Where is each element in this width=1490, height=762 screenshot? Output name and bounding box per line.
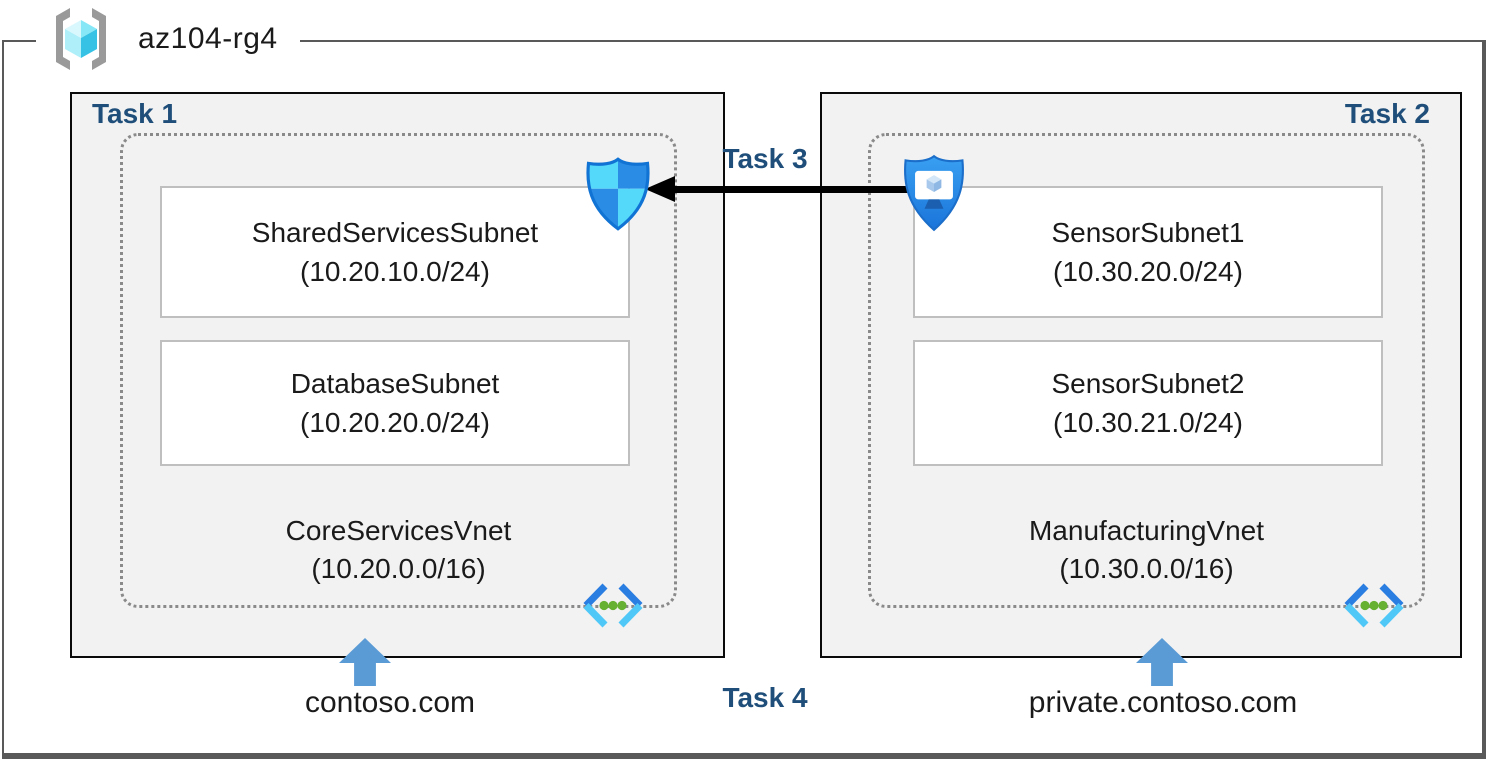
- vnet-boundary-manufacturing: [868, 133, 1425, 608]
- vnet-caption-coreservices: CoreServicesVnet (10.20.0.0/16): [120, 512, 677, 588]
- subnet-name: DatabaseSubnet: [290, 367, 500, 399]
- subnet-name: SharedServicesSubnet: [251, 216, 539, 248]
- vnet-name: CoreServicesVnet: [285, 515, 512, 546]
- resource-group-name: az104-rg4: [138, 22, 278, 55]
- vnet-name: ManufacturingVnet: [1028, 515, 1265, 546]
- vnet-caption-manufacturing: ManufacturingVnet (10.30.0.0/16): [868, 512, 1425, 588]
- subnet-name: SensorSubnet1: [1051, 216, 1245, 248]
- subnet-database: DatabaseSubnet (10.20.20.0/24): [160, 340, 630, 466]
- subnet-sharedservices: SharedServicesSubnet (10.20.10.0/24): [160, 186, 630, 318]
- vnet-boundary-coreservices: [120, 133, 677, 608]
- subnet-name: SensorSubnet2: [1051, 367, 1245, 399]
- resource-group-frame: [2, 40, 1486, 759]
- dns-zone-label-contoso: contoso.com: [304, 686, 476, 719]
- task3-arrow-head: [645, 176, 675, 202]
- virtual-network-icon: [577, 583, 649, 629]
- network-security-group-shield-icon: [584, 155, 652, 233]
- subnet-cidr: (10.20.10.0/24): [300, 256, 490, 287]
- task1-label: Task 1: [92, 98, 178, 129]
- subnet-cidr: (10.30.21.0/24): [1053, 407, 1243, 438]
- application-security-group-shield-icon: [898, 153, 970, 233]
- virtual-network-icon: [1338, 583, 1410, 629]
- subnet-sensor2: SensorSubnet2 (10.30.21.0/24): [913, 340, 1383, 466]
- subnet-cidr: (10.30.20.0/24): [1053, 256, 1243, 287]
- subnet-sensor1: SensorSubnet1 (10.30.20.0/24): [913, 186, 1383, 318]
- vnet-cidr: (10.20.0.0/16): [311, 552, 486, 584]
- dns-zone-label-private-contoso: private.contoso.com: [1028, 686, 1298, 719]
- task4-label: Task 4: [722, 682, 808, 713]
- task2-label: Task 2: [1344, 98, 1430, 129]
- resource-group-legend: az104-rg4: [36, 2, 300, 76]
- task3-arrow-line: [674, 186, 954, 193]
- subnet-cidr: (10.20.20.0/24): [300, 407, 490, 438]
- task3-label: Task 3: [722, 143, 808, 174]
- resource-group-icon: [44, 6, 118, 72]
- vnet-cidr: (10.30.0.0/16): [1059, 552, 1234, 584]
